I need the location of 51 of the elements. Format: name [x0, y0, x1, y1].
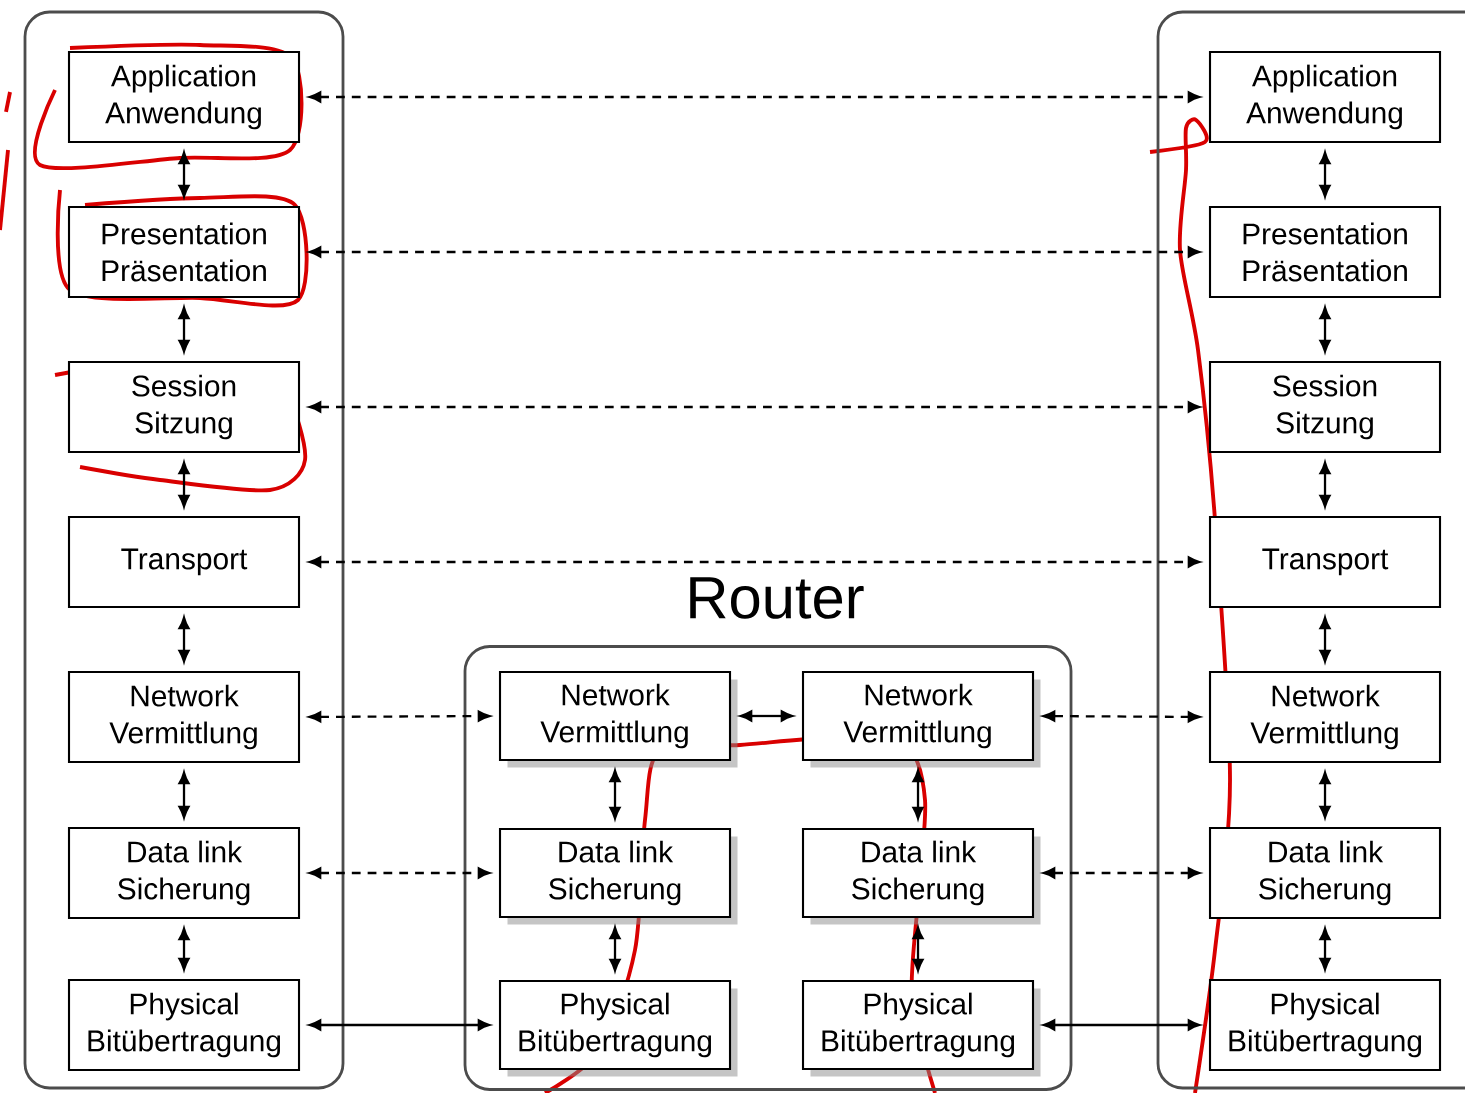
arrow: [739, 710, 794, 722]
arrow: [178, 461, 190, 508]
arrow: [1042, 710, 1201, 723]
arrow: [178, 306, 190, 353]
layer-box: Transport: [1208, 515, 1442, 609]
arrow: [1042, 1019, 1201, 1031]
layer-box: Data link Sicherung: [801, 827, 1041, 925]
arrow: [308, 401, 1201, 413]
layer-box: Data link Sicherung: [1208, 826, 1442, 920]
layer-box: Presentation Präsentation: [1208, 205, 1442, 299]
arrow: [308, 710, 491, 723]
router-panel: [463, 645, 1073, 1091]
layer-box: Session Sitzung: [1208, 360, 1442, 454]
device-panel: [23, 10, 345, 1090]
layer-box: Physical Bitübertragung: [498, 979, 738, 1077]
arrow: [1319, 616, 1331, 663]
layer-box: Physical Bitübertragung: [67, 978, 301, 1072]
arrow: [308, 1019, 491, 1031]
arrow: [178, 927, 190, 971]
arrow: [1319, 306, 1331, 353]
arrow: [308, 91, 1201, 103]
layer-box: Presentation Präsentation: [67, 205, 301, 299]
arrow: [912, 926, 924, 972]
arrow: [178, 771, 190, 819]
arrow: [178, 151, 190, 198]
layer-box: Network Vermittlung: [801, 670, 1041, 768]
layer-box: Session Sitzung: [67, 360, 301, 454]
layer-box: Data link Sicherung: [67, 826, 301, 920]
arrow: [1319, 927, 1331, 971]
arrow: [1319, 771, 1331, 819]
arrow: [1319, 461, 1331, 508]
arrow: [308, 246, 1201, 258]
arrow: [308, 867, 491, 879]
layer-box: Transport: [67, 515, 301, 609]
layer-box: Application Anwendung: [1208, 50, 1442, 144]
arrow: [178, 616, 190, 663]
arrow: [609, 926, 621, 972]
layer-box: Physical Bitübertragung: [1208, 978, 1442, 1072]
arrow: [1319, 151, 1331, 198]
arrow: [609, 769, 621, 820]
arrow: [1042, 867, 1201, 879]
layer-box: Application Anwendung: [67, 50, 301, 144]
layer-box: Data link Sicherung: [498, 827, 738, 925]
layer-box: Physical Bitübertragung: [801, 979, 1041, 1077]
router-title: Router: [690, 577, 864, 619]
arrow: [912, 769, 924, 820]
layer-box: Network Vermittlung: [67, 670, 301, 764]
layer-box: Network Vermittlung: [1208, 670, 1442, 764]
arrow: [308, 556, 1201, 568]
layer-box: Network Vermittlung: [498, 670, 738, 768]
device-panel: [1156, 10, 1465, 1090]
